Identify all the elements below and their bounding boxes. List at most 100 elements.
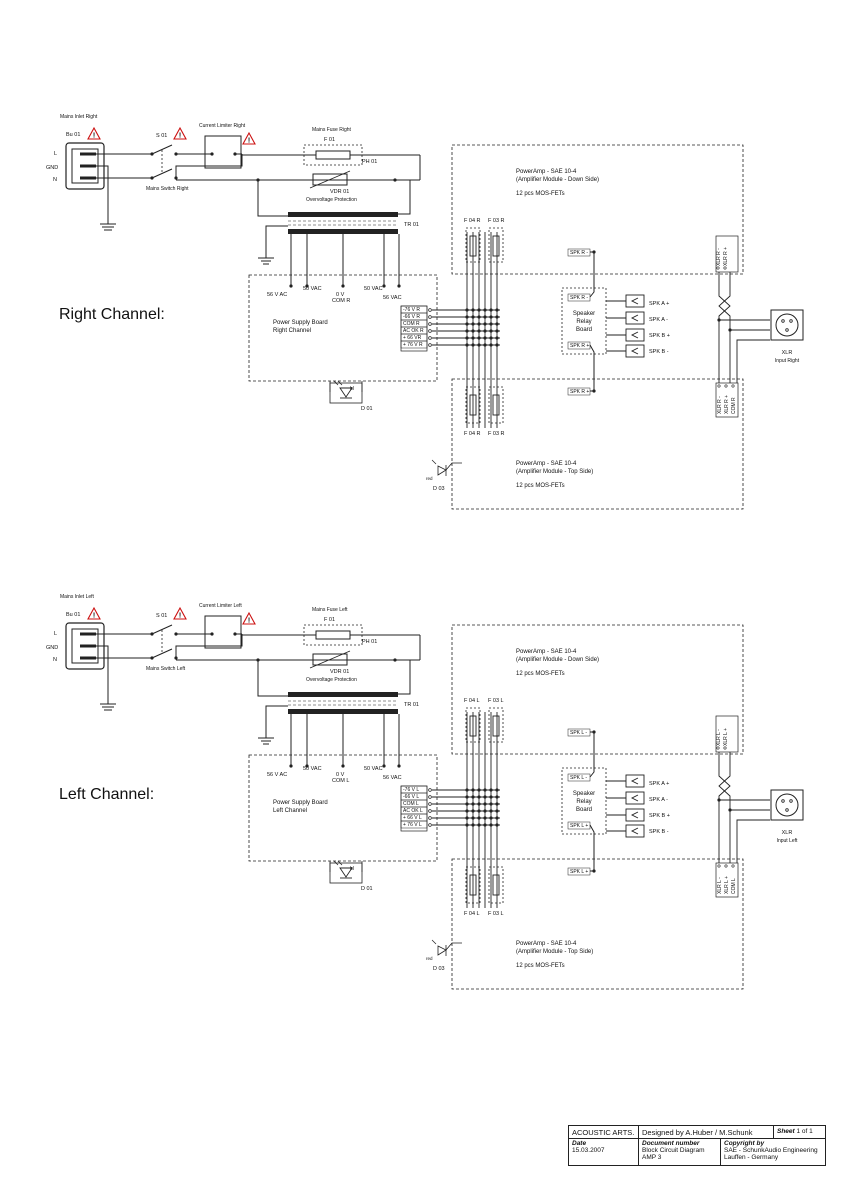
pin-label-n: N	[53, 177, 57, 183]
amp-top-label: 12 pcs MOS-FETs	[516, 191, 565, 197]
bus-dot	[465, 315, 469, 319]
terminal-contact	[630, 347, 639, 355]
bus-dot	[483, 343, 487, 347]
spk-label: SPK L +	[570, 823, 588, 829]
amp-bottom-label: 12 pcs MOS-FETs	[516, 483, 565, 489]
transformer-secondary	[288, 709, 398, 714]
xlr-pin-terminal	[717, 384, 721, 388]
switch-label: Mains Switch Left	[146, 666, 186, 672]
tap-dot	[289, 284, 293, 288]
spk-out-label: SPK B -	[649, 829, 669, 835]
bus-dot	[477, 343, 481, 347]
bus-dot	[483, 809, 487, 813]
bus-dot	[483, 308, 487, 312]
copyright-company: SAE - SchunkAudio Engineering	[724, 1147, 818, 1154]
chassis-wire	[265, 225, 288, 258]
rail-terminal	[428, 336, 432, 340]
diode-color-label: bl	[350, 866, 354, 872]
wire	[257, 660, 288, 697]
xlr-ring	[775, 313, 799, 337]
amp-bottom-label: PowerAmp - SAE 10-4	[516, 461, 577, 467]
rail-label: -66 V R	[403, 314, 420, 320]
switch-blade	[151, 168, 173, 179]
rail-label: + 66 VR	[403, 335, 422, 341]
xlr-bottom-label: COM L	[731, 878, 737, 894]
terminal-contact	[630, 827, 639, 835]
vdr-ref: VDR 01	[330, 669, 349, 675]
bus-dot	[489, 802, 493, 806]
bus-dot	[471, 322, 475, 326]
d03-color-label: red	[426, 956, 433, 961]
bus-dot	[495, 788, 499, 792]
inlet-warning-icon: !	[87, 126, 101, 140]
switch-warning-icon: !	[173, 606, 187, 620]
xlr-pin-terminal	[723, 266, 727, 270]
bus-dot	[483, 802, 487, 806]
overvoltage-label: Overvoltage Protection	[306, 677, 357, 683]
xlr-bottom-label: XLR R -	[717, 396, 723, 414]
speaker-terminal	[625, 344, 645, 358]
tap-label: 50 VAC	[303, 286, 322, 292]
module-fuse-label: F 03 L	[488, 698, 504, 704]
xlr-pin-terminal	[717, 864, 721, 868]
led-ray	[333, 380, 339, 386]
led-symbol	[339, 387, 353, 398]
amp-module-bottom	[451, 378, 744, 510]
warning-triangle	[87, 126, 101, 140]
xlr-label: XLR	[782, 830, 793, 836]
document-number-label: Document number	[642, 1140, 700, 1147]
fuse-label: Mains Fuse Left	[312, 607, 348, 613]
copyright-label: Copyright by	[724, 1140, 765, 1147]
pin-l	[80, 152, 96, 156]
bus-dot	[471, 795, 475, 799]
bus-dot	[477, 823, 481, 827]
sheet-value: 1 of 1	[796, 1128, 813, 1135]
amp-top-label: PowerAmp - SAE 10-4	[516, 169, 577, 175]
bus-dot	[465, 809, 469, 813]
tap-label: 50 VAC	[303, 766, 322, 772]
rail-terminal	[428, 795, 432, 799]
channel-title: Left Channel:	[59, 786, 154, 803]
bus-dot	[471, 823, 475, 827]
amp-module-top	[451, 624, 744, 755]
xlr-input-label: Input Left	[777, 838, 798, 844]
junction-dot	[592, 250, 596, 254]
limiter-label: Current Limiter Right	[199, 123, 246, 129]
bus-dot	[483, 823, 487, 827]
spk-out-label: SPK A +	[649, 301, 669, 307]
inlet-ref: Bu 01	[66, 132, 80, 138]
limiter-label: Current Limiter Left	[199, 603, 242, 609]
relay-label: Relay	[576, 319, 591, 325]
relay-label: Speaker	[573, 311, 595, 317]
tap-label: 50 VAC	[364, 286, 383, 292]
junction-dot	[717, 318, 721, 322]
led-ray	[333, 860, 339, 866]
bus-dot	[483, 329, 487, 333]
wire	[257, 180, 288, 217]
tap-dot	[289, 764, 293, 768]
amp-bottom-label: PowerAmp - SAE 10-4	[516, 941, 577, 947]
module-fuse	[469, 715, 477, 737]
module-fuse-label: F 03 L	[488, 911, 504, 917]
xlr-terminal-strip-bottom	[715, 862, 739, 898]
spk-wire	[589, 731, 595, 778]
bus-dot	[465, 336, 469, 340]
warning-mark: !	[93, 613, 95, 620]
fuse-ref: F 01	[324, 137, 335, 143]
led-ray	[431, 459, 437, 465]
speaker-terminal	[625, 791, 645, 805]
rail-label: + 76 V L	[403, 822, 422, 828]
terminal-contact	[630, 811, 639, 819]
warning-mark: !	[179, 133, 181, 140]
rail-terminal	[428, 308, 432, 312]
limiter-warning-icon: !	[242, 611, 256, 625]
junction-dot	[393, 658, 397, 662]
xlr-pin-terminal	[716, 746, 720, 750]
rail-label: COM R	[403, 321, 420, 327]
psu-title: Power Supply Board	[273, 320, 328, 326]
xlr-terminal-strip-top	[715, 235, 739, 273]
xlr-top-label: XLR R -	[716, 248, 722, 266]
rail-terminal	[428, 816, 432, 820]
rail-label: COM L	[403, 801, 419, 807]
